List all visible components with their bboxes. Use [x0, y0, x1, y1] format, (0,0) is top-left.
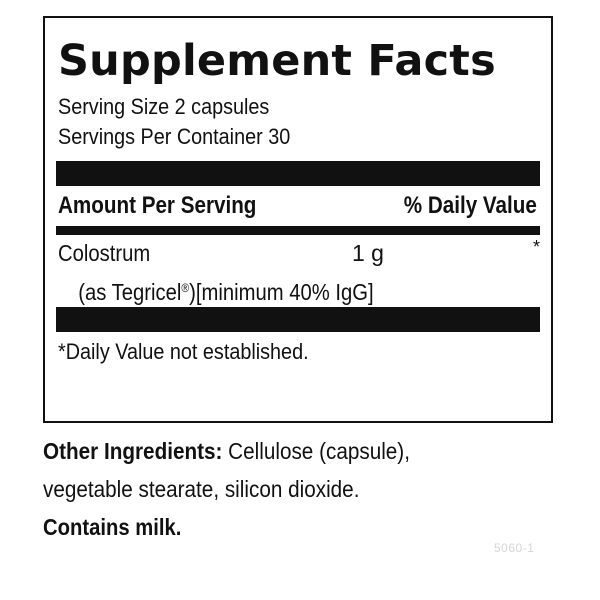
other-ingredients-text-1: Cellulose (capsule),	[222, 438, 410, 464]
ingredient-row: Colostrum 1 g *	[58, 235, 540, 271]
registered-mark: ®	[181, 281, 190, 295]
ingredient-source: (as Tegricel®)[minimum 40% IgG]	[58, 271, 480, 305]
other-ingredients-line-1: Other Ingredients: Cellulose (capsule),	[43, 432, 529, 470]
column-header-row: Amount Per Serving % Daily Value	[58, 186, 537, 226]
supplement-facts-panel: Supplement Facts Serving Size 2 capsules…	[43, 16, 553, 423]
allergen-statement: Contains milk.	[43, 514, 182, 540]
ingredient-name: Colostrum	[58, 240, 151, 266]
ingredient-daily-value: *	[532, 237, 540, 257]
daily-value-footnote: *Daily Value not established.	[58, 339, 309, 364]
daily-value-header: % Daily Value	[403, 192, 537, 219]
serving-size: Serving Size 2 capsules	[58, 94, 270, 119]
facts-title: Supplement Facts	[58, 36, 496, 86]
thick-divider	[56, 161, 540, 186]
product-code: 5060-1	[494, 541, 535, 555]
ingredient-amount: 1 g	[352, 240, 384, 266]
other-ingredients-line-2: vegetable stearate, silicon dioxide.	[43, 476, 360, 502]
source-prefix: (as Tegricel	[78, 279, 182, 305]
thick-divider-bottom	[56, 307, 540, 332]
other-ingredients-section: Other Ingredients: Cellulose (capsule), …	[43, 432, 583, 546]
amount-per-serving-header: Amount Per Serving	[58, 192, 257, 219]
servings-per-container: Servings Per Container 30	[58, 124, 291, 149]
other-ingredients-label: Other Ingredients:	[43, 438, 223, 464]
serving-info: Serving Size 2 capsules Servings Per Con…	[58, 92, 490, 152]
source-suffix: )[minimum 40% IgG]	[189, 279, 374, 305]
medium-divider	[56, 226, 540, 235]
